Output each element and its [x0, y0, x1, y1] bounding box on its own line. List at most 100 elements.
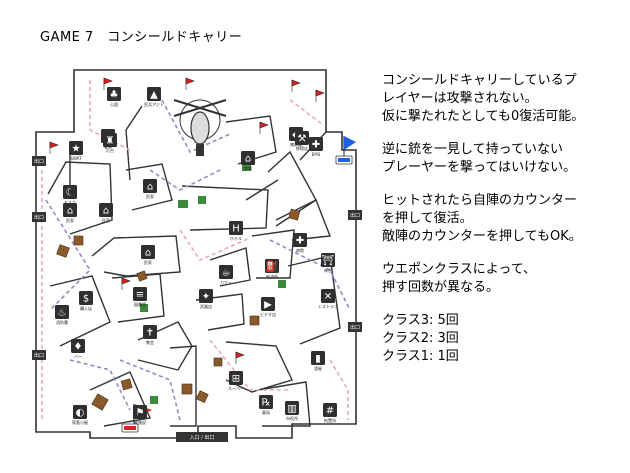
hospital-icon	[293, 233, 307, 247]
location-label: 民家	[146, 193, 154, 199]
location-label: 市役所	[286, 415, 298, 421]
liquor-icon-glyph: ▮	[315, 354, 321, 365]
inner-walls	[47, 105, 341, 427]
gun-icon-glyph: ✦	[202, 292, 210, 303]
location-label: 酒屋	[314, 365, 322, 371]
rules-line: 敵陣のカウンターを押してもOK。	[382, 229, 582, 244]
location-store: $購入店	[79, 291, 93, 311]
location-label: SWAT	[70, 156, 82, 161]
repair-icon-glyph: ⚒	[298, 134, 307, 145]
shrine-icon-glyph: ⛩	[322, 255, 335, 267]
bar-icon-glyph: ♦	[74, 342, 83, 353]
rules-line: ヒットされたら自陣のカウンター	[382, 193, 578, 208]
cityhall-icon	[285, 401, 299, 415]
location-label: レストラン	[318, 303, 338, 309]
mosque-icon	[63, 185, 77, 199]
location-book: ≡図書館	[133, 287, 147, 307]
location-mosque: ☾モスク	[63, 185, 77, 205]
house-icon-glyph: ⌂	[147, 182, 153, 193]
tower-icon	[103, 133, 117, 147]
location-hospital: ✚病院	[293, 233, 307, 253]
svg-text:出口: 出口	[350, 212, 360, 219]
house-icon	[141, 245, 155, 259]
location-repair: ⚒修理店	[295, 131, 309, 151]
gas-icon-glyph: ⛽	[266, 260, 278, 273]
location-label: ホテル	[230, 235, 242, 241]
pharmacy-icon	[259, 395, 273, 409]
class-2-presses: クラス2: 3回	[382, 331, 459, 346]
svg-text:出口: 出口	[34, 214, 44, 221]
swat-icon	[69, 141, 83, 155]
ems-icon	[309, 137, 323, 151]
location-label: 民家	[144, 259, 152, 265]
store-icon-glyph: $	[83, 294, 89, 305]
rules-paragraph-respawn: ヒットされたら自陣のカウンター を押して復活。 敵陣のカウンターを押してもOK。	[382, 192, 622, 246]
rules-line: プレーヤーを撃ってはいけない。	[382, 160, 577, 175]
jail-icon	[323, 403, 337, 417]
rules-line: レイヤーは攻撃されない。	[382, 91, 538, 106]
tent-icon	[147, 87, 161, 101]
firestation-icon-glyph: ♨	[58, 308, 67, 319]
svg-text:入口 / 出口: 入口 / 出口	[190, 434, 215, 441]
gun-icon	[199, 289, 213, 303]
exit-gate[interactable]: 出口	[32, 350, 46, 360]
exit-gate[interactable]: 出口	[32, 156, 46, 166]
location-barn: ⌂牧場	[241, 151, 255, 171]
location-label: 薬局	[262, 409, 270, 415]
location-firestation: ♨消防署	[55, 305, 69, 325]
jail-icon-glyph: #	[326, 406, 334, 417]
location-cart: ⊞スーパー	[228, 371, 244, 391]
game-map: 出口 出口 出口 出口 出口 入口 / 出口 ♣公園▲民兵アジト■倉庫◆雑貨屋✚…	[32, 69, 362, 442]
location-military: ⚑軍施設	[133, 405, 147, 425]
cart-icon-glyph: ⊞	[232, 374, 240, 385]
location-label: 給油所	[266, 273, 278, 279]
location-shrine: ⛩神社	[321, 253, 335, 273]
location-gun: ✦武器店	[199, 289, 213, 309]
liquor-icon	[311, 351, 325, 365]
house-icon	[99, 203, 113, 217]
exit-gate[interactable]: 出口	[348, 210, 362, 220]
location-swat: ★SWAT	[69, 141, 83, 161]
tent-icon-glyph: ▲	[150, 90, 158, 101]
location-label: 牧場	[244, 165, 252, 171]
gas-icon	[265, 259, 279, 273]
location-label: 図書館	[134, 301, 146, 307]
exit-gate[interactable]: 出口	[348, 322, 362, 332]
location-label: 民家	[66, 217, 74, 223]
house-icon-glyph: ⌂	[67, 206, 73, 217]
tower-icon-glyph: ♜	[106, 136, 115, 147]
location-markers: ♣公園▲民兵アジト■倉庫◆雑貨屋✚EMS★SWAT♜灯台⌂牧場⌂民家☾モスク⌂民…	[55, 87, 338, 425]
rules-line: 仮に撃たれたとしても0復活可能。	[382, 109, 585, 124]
video-icon-glyph: ▶	[264, 300, 272, 311]
location-pharmacy: ℞薬局	[259, 395, 273, 415]
page-title: GAME 7 コンシールドキャリー	[40, 30, 243, 45]
location-label: 購入店	[80, 305, 92, 311]
rules-line: 逆に銃を一見して持っていない	[382, 142, 563, 157]
cow-icon	[73, 405, 87, 419]
location-video: ▶ビデオ店	[260, 297, 276, 317]
helicopter-icon	[173, 99, 227, 156]
pharmacy-icon-glyph: ℞	[262, 398, 271, 409]
exit-gates[interactable]: 出口 出口 出口 出口 出口	[32, 156, 362, 360]
location-label: 公園	[110, 101, 118, 107]
location-label: 拘置所	[324, 417, 336, 423]
restaurant-icon-glyph: ✕	[324, 292, 332, 303]
location-bar: ♦バー	[71, 339, 85, 359]
exit-gate[interactable]: 出口	[32, 212, 46, 222]
repair-icon	[295, 131, 309, 145]
main-entrance[interactable]: 入口 / 出口	[176, 432, 228, 442]
rules-paragraph-unarmed: 逆に銃を一見して持っていない プレーヤーを撃ってはいけない。	[382, 141, 622, 177]
rules-line: ウエポンクラスによって、	[382, 262, 537, 277]
barn-icon	[241, 151, 255, 165]
military-icon-glyph: ⚑	[136, 408, 145, 419]
military-icon	[133, 405, 147, 419]
cow-icon-glyph: ◐	[76, 408, 85, 419]
rules-line: を押して復活。	[382, 211, 473, 226]
route-lines	[41, 80, 351, 421]
book-icon	[133, 287, 147, 301]
location-church: ✝教会	[143, 325, 157, 345]
svg-text:出口: 出口	[34, 158, 44, 165]
location-house: ⌂民家	[141, 245, 155, 265]
blue-team-base-flag	[335, 136, 356, 165]
location-cityhall: ▥市役所	[285, 401, 299, 421]
